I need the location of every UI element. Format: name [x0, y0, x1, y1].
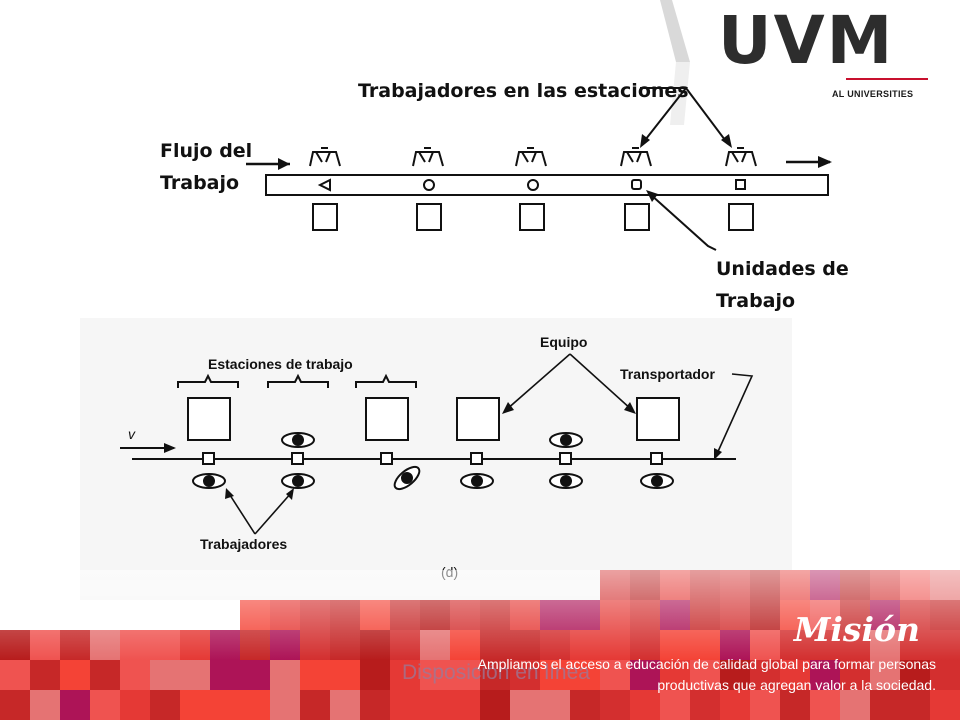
equipment-callout-line: [505, 353, 571, 411]
work-unit: [317, 178, 331, 192]
worker-topview: [640, 473, 674, 489]
worker-topview: [393, 465, 421, 491]
footer-mosaic: [0, 570, 960, 720]
top-diagram-graphic: [246, 87, 832, 251]
equipment-box: [636, 397, 680, 441]
product-unit: [470, 452, 483, 465]
station-box: [416, 203, 442, 231]
label-workstations: Estaciones de trabajo: [208, 356, 353, 372]
label-workers: Trabajadores: [200, 536, 288, 552]
mision-line-1: Ampliamos el acceso a educación de calid…: [477, 656, 936, 672]
work-unit: [423, 179, 435, 191]
mision-title: Misión: [793, 610, 920, 649]
worker-topview: [460, 473, 494, 489]
label-equipment: Equipo: [540, 334, 588, 350]
station-box: [312, 203, 338, 231]
mision-line-2: productivas que agregan valor a la socie…: [657, 677, 936, 693]
worker-topview: [192, 473, 226, 489]
worker-figure: [309, 147, 341, 167]
units-callout-line: [649, 193, 717, 251]
bottom-diagram: Estaciones de trabajo Equipo Transportad…: [80, 318, 792, 600]
equipment-box: [365, 397, 409, 441]
label-units-line2: Trabajo: [716, 290, 796, 312]
mosaic-pattern: [0, 570, 960, 720]
label-units-line1: Unidades de: [716, 258, 849, 280]
mosaic-fade: [0, 570, 960, 720]
label-flow-line2: Trabajo: [160, 172, 240, 194]
label-workers-at-stations: Trabajadores en las estaciones: [358, 80, 689, 102]
uvm-logo: UVM: [718, 2, 895, 79]
workers-callout-line: [227, 491, 256, 535]
station-box: [728, 203, 754, 231]
logo-tagline: AL UNIVERSITIES: [832, 89, 914, 99]
product-unit: [650, 452, 663, 465]
station-box: [624, 203, 650, 231]
logo-rule: [846, 78, 928, 80]
equipment-box: [456, 397, 500, 441]
label-speed: v: [128, 426, 135, 442]
station-brace: [177, 373, 239, 388]
bottom-diagram-graphic: [120, 353, 754, 535]
top-diagram: Trabajadores en las estaciones Flujo del…: [150, 70, 850, 320]
worker-figure: [515, 147, 547, 167]
work-unit: [631, 179, 642, 190]
equipment-box: [187, 397, 231, 441]
worker-topview: [549, 432, 583, 448]
ghost-caption: Disposición en línea: [402, 661, 590, 684]
station-brace: [355, 373, 417, 388]
worker-figure: [412, 147, 444, 167]
product-unit: [291, 452, 304, 465]
worker-topview: [549, 473, 583, 489]
worker-figure: [620, 147, 652, 167]
conveyor-callout-line: [715, 373, 754, 457]
logo-backdrop: [660, 0, 960, 125]
label-conveyor: Transportador: [620, 366, 715, 382]
worker-topview: [281, 473, 315, 489]
station-brace: [267, 373, 329, 388]
work-unit: [735, 179, 746, 190]
worker-figure: [725, 147, 757, 167]
conveyor-band: [265, 174, 829, 196]
station-box: [519, 203, 545, 231]
worker-topview: [281, 432, 315, 448]
product-unit: [559, 452, 572, 465]
work-unit: [527, 179, 539, 191]
product-unit: [380, 452, 393, 465]
mision-text: Ampliamos el acceso a educación de calid…: [336, 654, 936, 696]
label-flow-line1: Flujo del: [160, 140, 253, 162]
product-unit: [202, 452, 215, 465]
